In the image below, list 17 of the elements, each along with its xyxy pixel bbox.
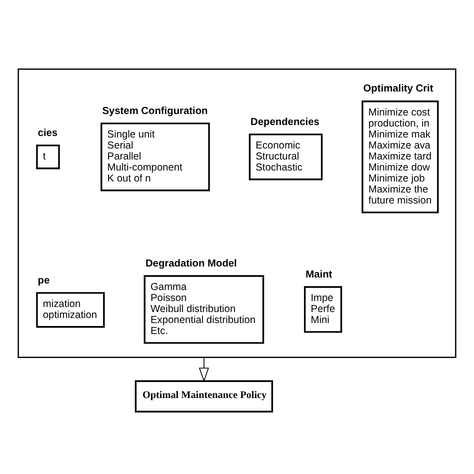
node-box: Impe Perfe Mini <box>304 286 342 333</box>
node-label: Degradation Model <box>145 258 237 270</box>
node-label: pe <box>38 275 50 286</box>
node-box: t <box>36 144 60 170</box>
node-label: Dependencies <box>250 116 320 128</box>
node-box: Minimize cost production, in Minimize mak Maximize ava Maximize tard Minimize dow Minimize job Maximize the future mission <box>362 100 439 214</box>
node-box: Gamma Poisson Weibull distribution Exponential distribution Etc. <box>144 275 264 344</box>
cluster <box>18 68 456 358</box>
node-box: mization optimization <box>36 292 105 328</box>
node-box: Optimal Maintenance Policy <box>134 380 274 412</box>
node-box: Single unit Serial Parallel Multi-component K out of n <box>100 122 210 192</box>
arrow <box>198 356 209 382</box>
node-label: System Configuration <box>102 106 208 117</box>
node-box: Economic Structural Stochastic <box>248 134 323 180</box>
node-label: Optimality Crit <box>363 84 434 95</box>
node-label: Maint <box>306 269 332 280</box>
node-label: cies <box>38 128 58 139</box>
